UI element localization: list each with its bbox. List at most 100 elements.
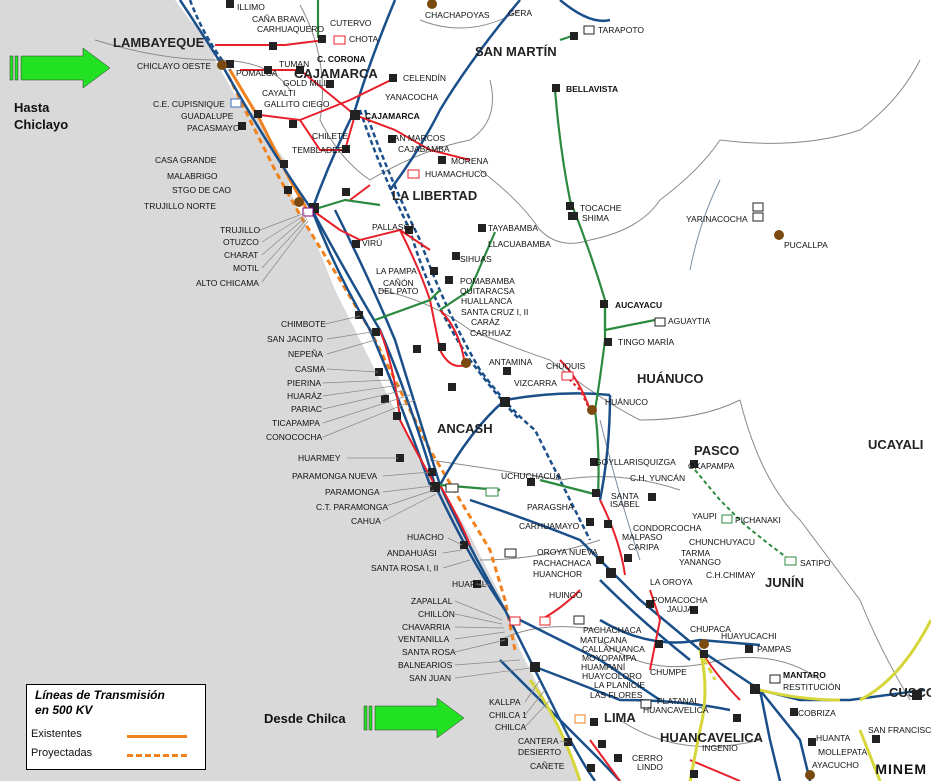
region-lambayeque: LAMBAYEQUE xyxy=(113,35,205,50)
label-caripa: CARIPA xyxy=(628,542,659,552)
label-cutervo: CUTERVO xyxy=(330,18,372,28)
label-leader-lines xyxy=(259,212,568,743)
label-huaycoloro: HUAYCOLORO xyxy=(582,671,642,681)
leader-line xyxy=(454,667,531,679)
label-trujillo-norte: TRUJILLO NORTE xyxy=(144,201,216,211)
label-ct-paramonga: C.T. PARAMONGA xyxy=(316,502,388,512)
region-pasco: PASCO xyxy=(694,443,739,458)
label-goyllarisquizga: GOYLLARISQUIZGA xyxy=(595,457,676,467)
label-carhuaquero: CARHUAQUERO xyxy=(257,24,324,34)
label-chuquis: CHUQUIS xyxy=(546,361,586,371)
label-tarma: TARMA xyxy=(681,548,710,558)
desde-chilca-label: Desde Chilca xyxy=(264,711,346,726)
label-canete: CAÑETE xyxy=(530,761,565,771)
label-casa-grande: CASA GRANDE xyxy=(155,155,217,165)
leader-line xyxy=(454,600,503,621)
label-huanchor: HUANCHOR xyxy=(533,569,582,579)
leader-line xyxy=(326,368,379,373)
label-santa-isabel-2: ISABEL xyxy=(610,499,640,509)
label-pachachaca: PACHACHACA xyxy=(533,558,592,568)
label-pampas: PAMPAS xyxy=(757,644,791,654)
region-lima: LIMA xyxy=(604,710,636,725)
arrow-desde-chilca xyxy=(363,698,465,738)
label-gold-mill: GOLD MILL xyxy=(283,78,329,88)
label-huanta: HUANTA xyxy=(816,733,851,743)
label-desierto: DESIERTO xyxy=(518,747,562,757)
leader-line xyxy=(447,537,463,546)
label-santa-cruz: SANTA CRUZ I, II xyxy=(461,307,528,317)
label-quitaracsa: QUITARACSA xyxy=(460,286,515,296)
leader-line xyxy=(454,659,521,666)
label-charat: CHARAT xyxy=(224,250,258,260)
leader-line xyxy=(454,631,506,640)
region-la-libertad: LA LIBERTAD xyxy=(392,188,477,203)
region-junin: JUNÍN xyxy=(765,575,804,590)
region-ucayali: UCAYALI xyxy=(868,437,923,452)
leader-line xyxy=(326,331,373,340)
label-chachapoyas: CHACHAPOYAS xyxy=(425,10,490,20)
label-cana-brava: CAÑA BRAVA xyxy=(252,14,305,24)
leader-line xyxy=(324,315,361,325)
leader-line xyxy=(259,212,306,231)
label-santa-isabel-1: SANTA xyxy=(611,491,639,501)
label-chilca: CHILCA xyxy=(495,722,527,732)
minem-credit: MINEM xyxy=(875,761,927,777)
label-celendin: CELENDÍN xyxy=(403,73,446,83)
label-huarmey: HUARMEY xyxy=(298,453,341,463)
label-cantera: CANTERA xyxy=(518,736,559,746)
label-ticapampa: TICAPAMPA xyxy=(272,418,320,428)
label-tayabamba: TAYABAMBA xyxy=(488,223,538,233)
label-tocache: TOCACHE xyxy=(580,203,622,213)
label-cobriza: COBRIZA xyxy=(798,708,836,718)
label-huancavelica-sub: HUANCAVELICA xyxy=(643,705,709,715)
label-lindo: LINDO xyxy=(637,762,663,772)
leader-line xyxy=(322,384,401,397)
label-tuman: TUMAN xyxy=(279,59,309,69)
arrow-hasta-chiclayo xyxy=(9,48,111,88)
label-mantaro: MANTARO xyxy=(783,670,826,680)
label-ch-yuncan: C.H. YUNCÁN xyxy=(630,473,685,483)
label-huaraz: HUARÁZ xyxy=(287,391,322,401)
label-huinco: HUINCO xyxy=(549,590,583,600)
label-pichanaki: PICHANAKI xyxy=(735,515,781,525)
label-aguaytia: AGUAYTIA xyxy=(668,316,711,326)
label-casma: CASMA xyxy=(295,364,326,374)
label-tarapoto: TARAPOTO xyxy=(598,25,644,35)
label-condorcocha: CONDORCOCHA xyxy=(633,523,702,533)
label-yarinacocha: YARINACOCHA xyxy=(686,214,748,224)
label-ingenio: INGENIO xyxy=(702,743,738,753)
label-chiclayo-oeste: CHICLAYO OESTE xyxy=(137,61,211,71)
label-vizcarra: VIZCARRA xyxy=(514,378,557,388)
label-chilca1: CHILCA 1 xyxy=(489,710,527,720)
label-huayucachi: HUAYUCACHI xyxy=(721,631,777,641)
label-guadalupe: GUADALUPE xyxy=(181,111,234,121)
label-zapallal: ZAPALLAL xyxy=(411,596,453,606)
region-ancash: ANCASH xyxy=(437,421,493,436)
label-pucallpa: PUCALLPA xyxy=(784,240,828,250)
label-canon-del-pato-1: CAÑÓN xyxy=(383,278,414,288)
label-trujillo: TRUJILLO xyxy=(220,225,261,235)
label-las-flores: LAS FLORES xyxy=(590,690,643,700)
label-andahuasi: ANDAHUÁSI xyxy=(387,548,437,558)
leader-line xyxy=(322,394,411,424)
label-restitucion: RESTITUCIÓN xyxy=(783,682,841,692)
label-san-marcos: SAN MARCOS xyxy=(388,133,445,143)
label-kallpa: KALLPA xyxy=(489,697,521,707)
label-pallasca: PALLASCA xyxy=(372,222,416,232)
label-ce-cupisnique: C.E. CUPISNIQUE xyxy=(153,99,225,109)
leader-line xyxy=(382,493,437,522)
label-tembladera: TEMBLADERA xyxy=(292,145,350,155)
leader-line xyxy=(261,214,306,243)
legend-existing-label: Existentes xyxy=(31,728,82,740)
label-ch-chimay: C.H.CHIMAY xyxy=(706,570,756,580)
label-huallanca: HUALLANCA xyxy=(461,296,512,306)
label-gera: GERA xyxy=(508,8,532,18)
leader-line xyxy=(382,489,435,508)
label-pachacha2: PACHACHACA xyxy=(583,625,642,635)
region-huanuco: HUÁNUCO xyxy=(637,371,703,386)
label-chimbote: CHIMBOTE xyxy=(281,319,326,329)
label-nepena: NEPEÑA xyxy=(288,349,323,359)
